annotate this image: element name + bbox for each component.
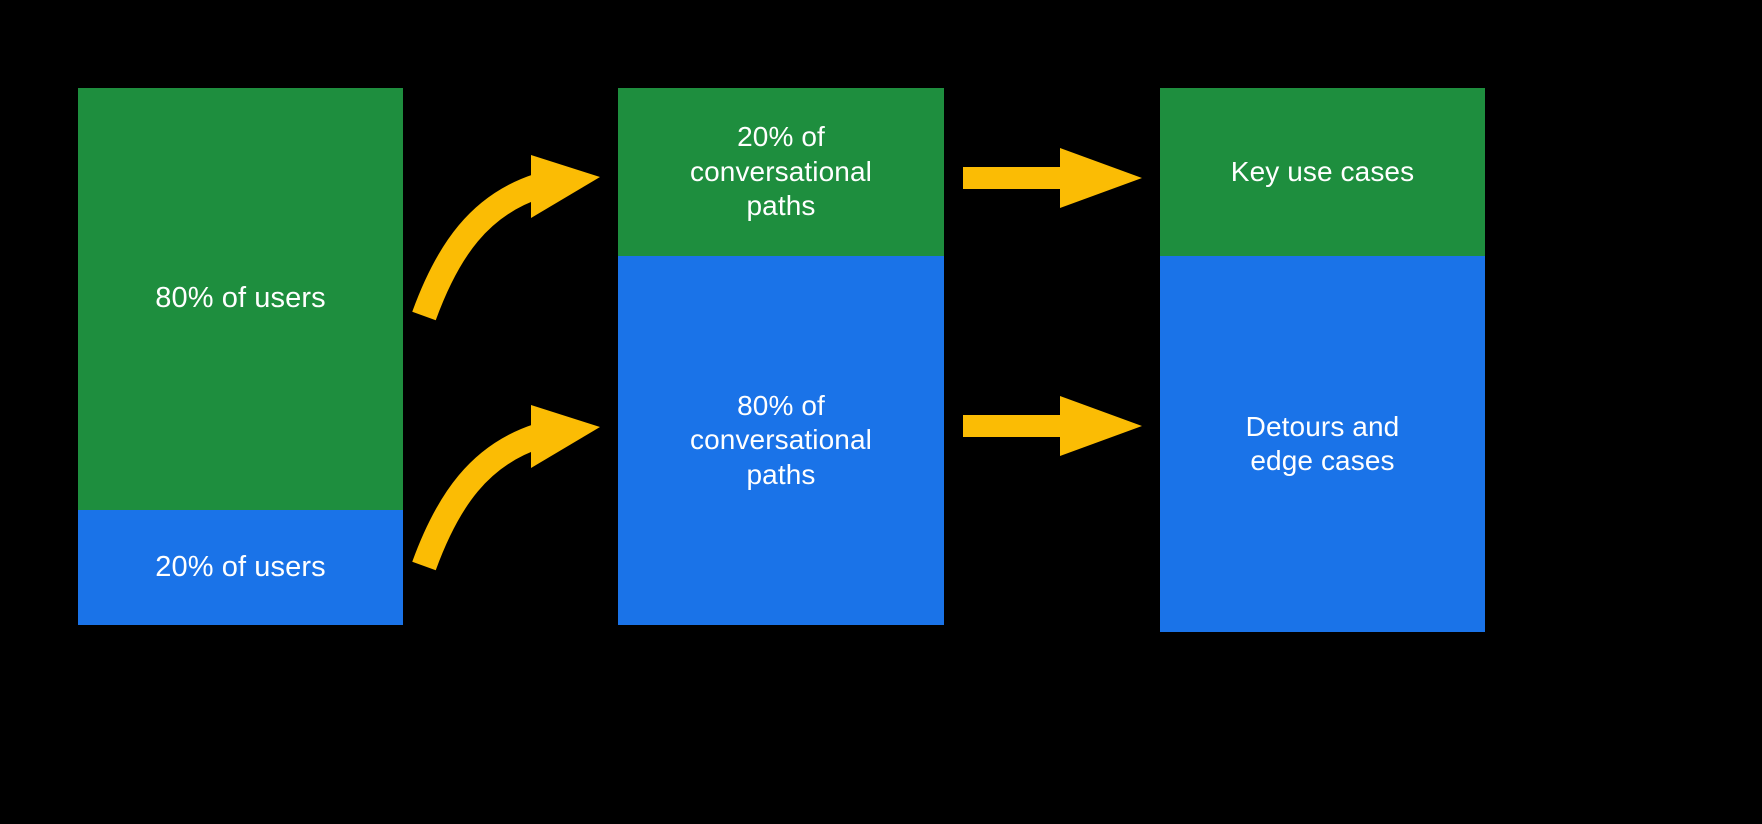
segment-label-users-majority: 80% of users [155,282,326,315]
straight-arrow-paths-to-key-use-cases[interactable] [963,148,1142,208]
segment-label-detours-edge-cases: Detours and edge cases [1245,410,1400,476]
segment-users-majority[interactable]: 80% of users [78,88,403,510]
segment-label-key-use-cases: Key use cases [1230,155,1415,187]
segment-label-users-minority: 20% of users [155,550,326,583]
segment-key-use-cases[interactable]: Key use cases [1160,88,1485,256]
segment-label-paths-minority: 20% of conversational paths [690,121,872,222]
conversational-paths-column: 20% of conversational paths 80% of conve… [618,88,944,625]
segment-label-paths-majority: 80% of conversational paths [690,389,872,490]
curved-arrow-users-to-80-percent-paths[interactable] [412,405,600,571]
straight-arrow-paths-to-detours[interactable] [963,396,1142,456]
users-column: 80% of users 20% of users [78,88,403,625]
curved-arrow-users-to-20-percent-paths[interactable] [412,155,600,321]
segment-users-minority[interactable]: 20% of users [78,510,403,625]
segment-paths-minority[interactable]: 20% of conversational paths [618,88,944,256]
use-cases-column: Key use cases Detours and edge cases [1160,88,1485,632]
segment-paths-majority[interactable]: 80% of conversational paths [618,256,944,625]
segment-detours-edge-cases[interactable]: Detours and edge cases [1160,256,1485,632]
